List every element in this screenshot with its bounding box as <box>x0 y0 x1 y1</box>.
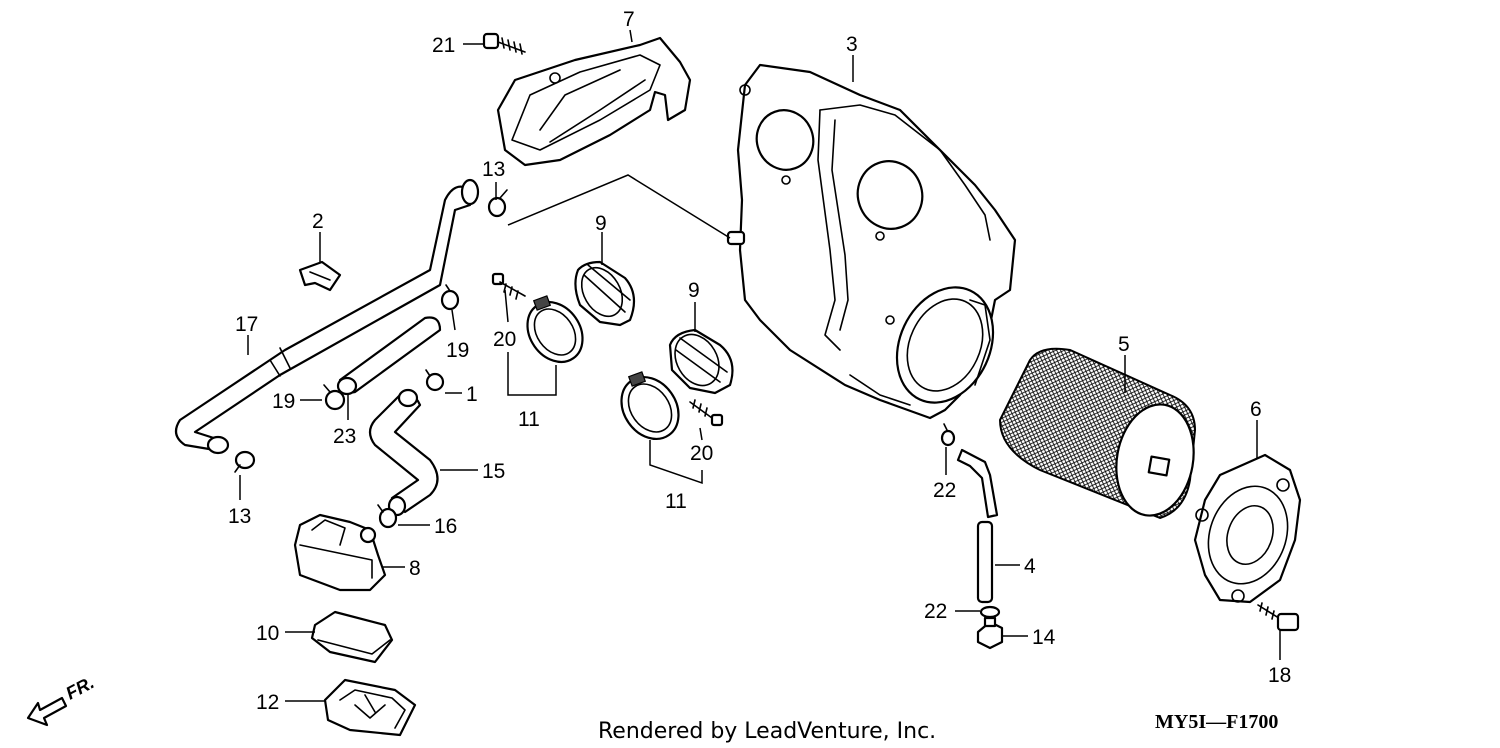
front-arrow-icon <box>26 696 68 727</box>
part-9-tube-upper[interactable] <box>573 260 636 327</box>
clip-1[interactable] <box>425 369 445 392</box>
callout-5: 5 <box>1118 333 1130 356</box>
part-5-air-filter-element[interactable] <box>998 347 1202 522</box>
callout-17: 17 <box>235 313 258 336</box>
clip-19-lower[interactable] <box>323 384 346 411</box>
part-20-screw-upper[interactable] <box>491 272 526 300</box>
callout-2: 2 <box>312 210 324 233</box>
part-8-breather-chamber[interactable] <box>293 513 387 592</box>
callout-9-lower: 9 <box>688 279 700 302</box>
part-17-long-hose[interactable] <box>174 178 480 455</box>
clip-16[interactable] <box>377 504 398 529</box>
part-23-short-hose[interactable] <box>336 316 442 396</box>
callout-16: 16 <box>434 515 457 538</box>
part-9-tube-lower[interactable] <box>666 327 734 395</box>
callout-19-upper: 19 <box>446 339 469 362</box>
part-11-band-clamp-lower[interactable] <box>610 366 690 450</box>
callout-6: 6 <box>1250 398 1262 421</box>
callout-20-lower: 20 <box>690 442 713 465</box>
callout-1: 1 <box>466 383 478 406</box>
part-2-clamp[interactable] <box>298 260 342 292</box>
callout-18: 18 <box>1268 664 1291 687</box>
callout-3: 3 <box>846 33 858 56</box>
part-12-cover[interactable] <box>323 678 417 737</box>
clip-22-lower[interactable] <box>979 605 1001 619</box>
callout-4: 4 <box>1024 555 1036 578</box>
part-11-band-clamp-upper[interactable] <box>516 291 594 372</box>
part-3-air-cleaner-housing[interactable] <box>726 63 1017 420</box>
callout-22-upper: 22 <box>933 479 956 502</box>
part-6-filter-cover[interactable] <box>1193 453 1302 604</box>
callout-11-lower: 11 <box>665 490 687 513</box>
part-18-bolt[interactable] <box>1257 602 1300 632</box>
part-7-duct-cover[interactable] <box>496 36 692 167</box>
callout-7: 7 <box>623 8 635 31</box>
callout-13-upper: 13 <box>482 158 505 181</box>
callout-12: 12 <box>256 691 279 714</box>
part-14-drain-plug[interactable] <box>976 616 1004 650</box>
callout-10: 10 <box>256 622 279 645</box>
clip-13-upper[interactable] <box>487 189 508 218</box>
part-21-screw[interactable] <box>482 32 526 55</box>
callout-8: 8 <box>409 557 421 580</box>
callout-20-upper: 20 <box>493 328 516 351</box>
front-direction-label: FR. <box>62 672 97 703</box>
callout-23: 23 <box>333 425 356 448</box>
callout-9-upper: 9 <box>595 212 607 235</box>
part-10-pad[interactable] <box>310 610 394 664</box>
part-15-bent-hose[interactable] <box>368 388 439 517</box>
callout-22-lower: 22 <box>924 600 947 623</box>
clip-22-upper[interactable] <box>940 423 956 447</box>
render-credit: Rendered by LeadVenture, Inc. <box>598 719 936 744</box>
part-20-screw-lower[interactable] <box>689 399 724 427</box>
callout-19-lower: 19 <box>272 390 295 413</box>
leader-lines <box>239 29 1281 702</box>
part-4-drain-tube[interactable] <box>956 448 999 604</box>
callout-15: 15 <box>482 460 505 483</box>
callouts: 21 7 3 2 13 9 9 17 19 19 23 1 20 11 20 1… <box>228 8 1291 714</box>
diagram-code: MY5I—F1700 <box>1155 711 1278 733</box>
callout-11-upper: 11 <box>518 408 540 431</box>
clip-19-upper[interactable] <box>440 284 460 311</box>
callout-13-lower: 13 <box>228 505 251 528</box>
clip-13-lower[interactable] <box>234 450 256 473</box>
callout-14: 14 <box>1032 626 1056 649</box>
callout-21: 21 <box>432 34 455 57</box>
